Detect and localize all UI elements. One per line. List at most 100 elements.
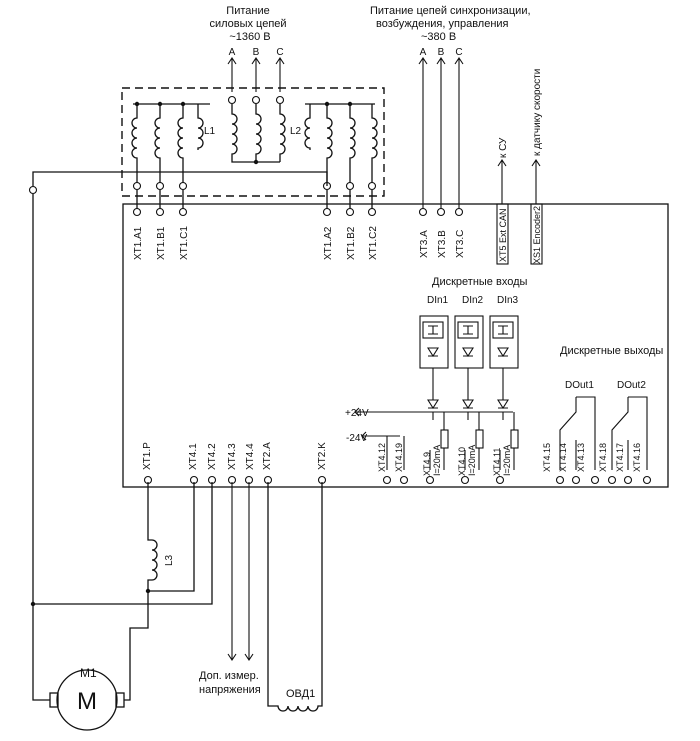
terminal — [623, 475, 633, 485]
svg-text:силовых цепей: силовых цепей — [209, 18, 286, 30]
svg-text:~380 В: ~380 В — [421, 31, 456, 43]
svg-text:XT4.3: XT4.3 — [227, 443, 238, 470]
terminal — [571, 475, 581, 485]
svg-text:C: C — [276, 47, 283, 58]
discrete-inputs-title: Дискретные входы — [432, 276, 527, 288]
choke-l3: L3 — [124, 482, 195, 701]
discrete-outputs: DOut1 DOut2 — [559, 380, 648, 470]
terminal — [399, 475, 409, 485]
sync-supply-label: Питание цепей синхронизации, возбуждения… — [370, 5, 531, 43]
svg-text:XT4.14: XT4.14 — [558, 443, 568, 472]
box-top-terminals — [132, 207, 464, 217]
svg-text:XT4.15: XT4.15 — [542, 443, 552, 472]
svg-text:XT4.4: XT4.4 — [245, 443, 256, 470]
input-current-label: I=20mA — [502, 445, 512, 476]
svg-text:XS1 Encoder2: XS1 Encoder2 — [532, 206, 542, 264]
svg-text:XT4.13: XT4.13 — [576, 443, 586, 472]
optocoupler-3 — [489, 315, 519, 470]
terminal — [590, 475, 600, 485]
svg-text:XT3.A: XT3.A — [419, 230, 430, 258]
to-control-label: к СУ — [498, 137, 509, 158]
optocoupler-2 — [454, 315, 484, 470]
svg-text:Питание: Питание — [226, 5, 269, 17]
svg-text:DIn1: DIn1 — [427, 295, 449, 306]
controller-box — [122, 203, 669, 488]
voltage-measurement-wiring: Доп. измер. напряжения — [199, 482, 261, 696]
svg-text:DOut1: DOut1 — [565, 380, 594, 391]
svg-text:B: B — [438, 47, 445, 58]
svg-text:XT4.11: XT4.11 — [492, 448, 502, 476]
transformer-box — [121, 87, 385, 197]
svg-text:XT4.17: XT4.17 — [615, 443, 625, 472]
phase-arrows — [227, 57, 464, 210]
discrete-outputs-title: Дискретные выходы — [560, 345, 663, 357]
minus-24v-label: -24V — [346, 433, 367, 444]
inductor-l1-label: L1 — [204, 126, 216, 137]
sync-phase-labels: A B C — [420, 47, 463, 58]
svg-text:XT4.10: XT4.10 — [457, 447, 467, 476]
plus-24v-label: +24V — [345, 408, 369, 419]
discrete-input-names: DIn1 DIn2 DIn3 — [427, 295, 519, 306]
svg-text:XT4.18: XT4.18 — [598, 443, 608, 472]
svg-text:XT4.1: XT4.1 — [188, 443, 199, 470]
secondary-windings-l1: L1 — [131, 101, 216, 185]
svg-text:M: M — [77, 688, 97, 715]
to-speed-sensor-label: к датчику скорости — [532, 69, 543, 156]
svg-text:~1360 В: ~1360 В — [229, 31, 270, 43]
svg-text:напряжения: напряжения — [199, 684, 261, 696]
terminal — [460, 475, 470, 485]
terminal — [425, 475, 435, 485]
optocouplers — [419, 315, 519, 470]
svg-text:XT3.C: XT3.C — [455, 230, 466, 258]
can-connector: XT5 Ext CAN к СУ — [496, 137, 509, 265]
bottom-terminal-labels-left: XT1.P XT4.1 XT4.2 XT4.3 XT4.4 XT2.A XT2.… — [142, 442, 328, 470]
svg-text:A: A — [229, 47, 236, 58]
input-current-label: I=20mA — [432, 445, 442, 476]
svg-text:XT3.B: XT3.B — [437, 230, 448, 258]
svg-text:DIn2: DIn2 — [462, 295, 484, 306]
power-supply-label: Питание силовых цепей ~1360 В — [209, 5, 286, 43]
primary-windings — [227, 95, 286, 165]
terminal — [555, 475, 565, 485]
input-current-label: I=20mA — [467, 445, 477, 476]
terminal — [495, 475, 505, 485]
svg-text:возбуждения, управления: возбуждения, управления — [376, 18, 509, 30]
encoder-connector: XS1 Encoder2 к датчику скорости — [530, 69, 543, 265]
motor-m1: M M1 — [49, 666, 125, 731]
svg-text:XT2.K: XT2.K — [317, 442, 328, 470]
terminal — [642, 475, 652, 485]
svg-text:XT1.C2: XT1.C2 — [368, 226, 379, 260]
svg-text:A: A — [420, 47, 427, 58]
svg-text:XT1.B1: XT1.B1 — [156, 226, 167, 260]
svg-text:XT1.B2: XT1.B2 — [346, 226, 357, 260]
inductor-l2-label: L2 — [290, 126, 302, 137]
motor-feed-wiring — [28, 171, 328, 701]
svg-text:XT4.12: XT4.12 — [377, 443, 387, 472]
secondary-windings-l2: L2 — [290, 101, 378, 185]
svg-text:L3: L3 — [164, 554, 175, 566]
svg-text:XT5 Ext CAN: XT5 Ext CAN — [498, 208, 508, 262]
terminal — [382, 475, 392, 485]
top-terminal-labels: XT1.A1 XT1.B1 XT1.C1 XT1.A2 XT1.B2 XT1.C… — [133, 226, 466, 260]
motor-name: M1 — [80, 666, 97, 680]
power-phase-labels: A B C — [229, 47, 284, 58]
svg-text:XT4.16: XT4.16 — [632, 443, 642, 472]
box-bottom-terminals — [143, 475, 652, 485]
svg-text:Доп. измер.: Доп. измер. — [199, 670, 259, 682]
svg-text:XT2.A: XT2.A — [262, 442, 273, 470]
discrete-io-wiring — [429, 450, 501, 470]
field-winding-ovd1: ОВД1 — [267, 482, 323, 712]
svg-text:DOut2: DOut2 — [617, 380, 646, 391]
svg-text:C: C — [455, 47, 462, 58]
svg-text:DIn3: DIn3 — [497, 295, 519, 306]
terminal — [607, 475, 617, 485]
svg-text:XT4.19: XT4.19 — [394, 443, 404, 472]
svg-text:XT1.P: XT1.P — [142, 442, 153, 470]
supply-lines: +24V -24V — [345, 407, 513, 470]
svg-text:XT1.C1: XT1.C1 — [179, 226, 190, 260]
optocoupler-1 — [419, 315, 449, 470]
svg-text:XT4.2: XT4.2 — [207, 443, 218, 470]
svg-text:Питание цепей синхронизации,: Питание цепей синхронизации, — [370, 5, 531, 17]
